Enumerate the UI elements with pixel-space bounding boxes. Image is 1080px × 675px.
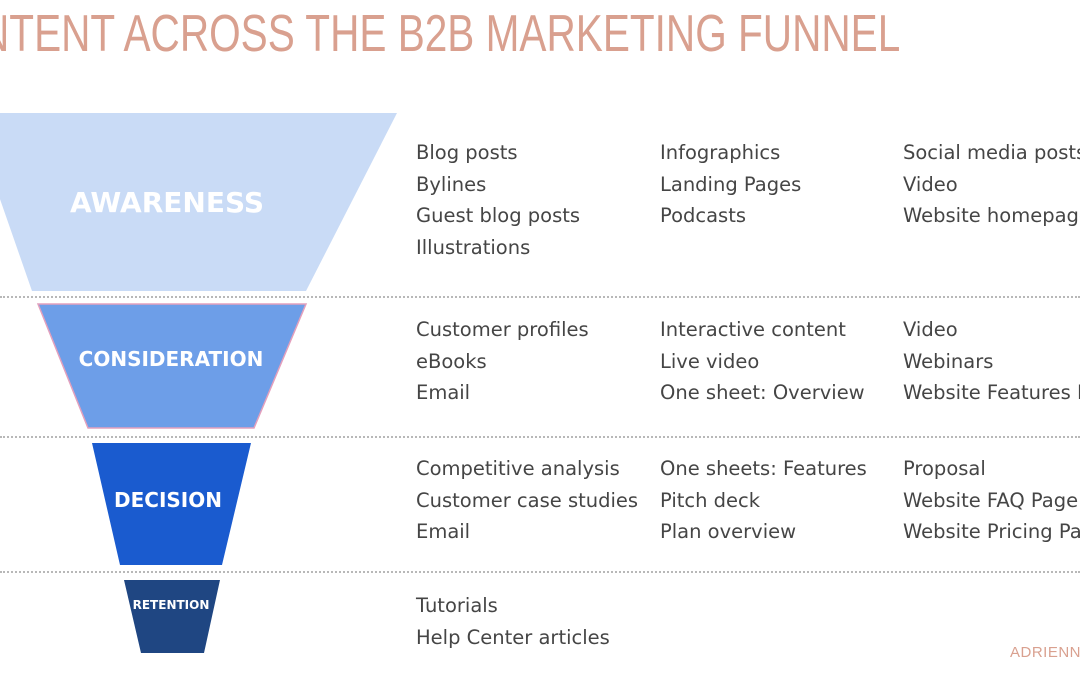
stage-label-retention: RETENTION [132, 598, 210, 612]
page-title: NTENT ACROSS THE B2B MARKETING FUNNEL [0, 5, 901, 63]
stage-label-awareness: AWARENESS [69, 186, 265, 219]
list-item: Live video [660, 349, 760, 373]
list-item: Video [903, 172, 958, 196]
list-item: Help Center articles [416, 625, 610, 649]
list-item: Webinars [903, 349, 994, 373]
list-item: Customer case studies [416, 488, 639, 512]
list-item: Guest blog posts [416, 204, 581, 228]
stage-divider [0, 436, 1080, 438]
consideration-column-3: Video Webinars Website Features P [903, 314, 1080, 409]
list-item: eBooks [416, 349, 487, 373]
list-item: Interactive content [660, 318, 846, 341]
list-item: Social media posts [903, 141, 1080, 164]
list-item: Tutorials [416, 594, 498, 617]
list-item: One sheets: Features [660, 457, 867, 480]
list-item: Bylines [416, 172, 487, 196]
author-credit: ADRIENNE S [1010, 644, 1080, 661]
funnel-stage-decision [92, 443, 251, 565]
list-item: Website Features P [903, 381, 1080, 405]
list-item: Infographics [660, 141, 781, 164]
list-item: Email [416, 381, 471, 405]
stage-label-consideration: CONSIDERATION [78, 347, 264, 371]
consideration-column-1: Customer profiles eBooks Email [416, 314, 589, 409]
list-item: Competitive analysis [416, 457, 620, 480]
list-item: Podcasts [660, 204, 747, 228]
list-item: One sheet: Overview [660, 381, 865, 405]
list-item: Blog posts [416, 141, 518, 164]
stage-divider [0, 571, 1080, 573]
list-item: Landing Pages [660, 172, 802, 196]
list-item: Website homepage [903, 204, 1080, 228]
list-item: Plan overview [660, 520, 797, 544]
funnel-stage-consideration [36, 303, 308, 429]
decision-column-1: Competitive analysis Customer case studi… [416, 453, 638, 548]
decision-column-3: Proposal Website FAQ Page Website Pricin… [903, 453, 1080, 548]
list-item: Proposal [903, 457, 986, 480]
list-item: Customer profiles [416, 318, 589, 341]
list-item: Illustrations [416, 235, 531, 259]
awareness-column-2: Infographics Landing Pages Podcasts [660, 137, 801, 232]
awareness-column-1: Blog posts Bylines Guest blog posts Illu… [416, 137, 580, 263]
list-item: Email [416, 520, 471, 544]
funnel-stage-retention [124, 580, 220, 653]
list-item: Website Pricing Pag [903, 520, 1080, 544]
funnel-diagram [0, 113, 397, 653]
list-item: Video [903, 318, 958, 341]
consideration-column-2: Interactive content Live video One sheet… [660, 314, 865, 409]
awareness-column-3: Social media posts Video Website homepag… [903, 137, 1080, 232]
decision-column-2: One sheets: Features Pitch deck Plan ove… [660, 453, 867, 548]
list-item: Website FAQ Page [903, 488, 1079, 512]
retention-column-1: Tutorials Help Center articles [416, 590, 610, 653]
funnel-stage-awareness [0, 113, 397, 291]
stage-divider [0, 296, 1080, 298]
stage-label-decision: DECISION [114, 488, 222, 512]
list-item: Pitch deck [660, 488, 761, 512]
